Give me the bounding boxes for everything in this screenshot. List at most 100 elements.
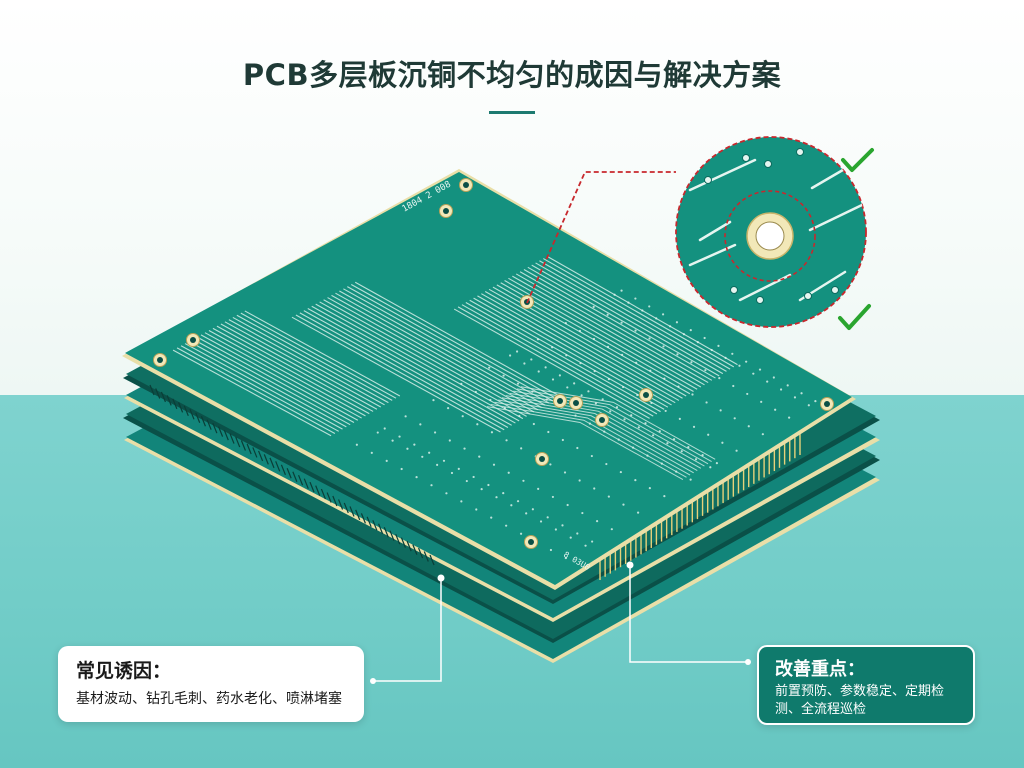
plated-hole-center <box>643 392 649 398</box>
via-dot <box>566 503 569 507</box>
via-dot <box>446 407 450 410</box>
via-dot <box>735 449 738 452</box>
via-dot <box>680 450 683 453</box>
trace-line <box>204 332 362 419</box>
via-dot <box>760 400 763 403</box>
trace-line <box>473 297 669 408</box>
trace-line <box>172 349 332 437</box>
trace-line <box>453 308 650 419</box>
via-dot <box>590 454 593 458</box>
trace-line <box>477 295 672 406</box>
via-dot <box>650 401 653 405</box>
connector-pin <box>189 409 195 420</box>
via-dot <box>786 384 789 387</box>
via-dot <box>690 361 693 364</box>
via-dot <box>682 333 686 336</box>
via-dot <box>661 313 665 316</box>
trace-line <box>232 316 389 404</box>
connector-pin <box>372 520 378 531</box>
via-dot <box>662 345 665 348</box>
trace-line <box>303 310 512 426</box>
via-dot <box>636 511 640 514</box>
trace-line <box>347 286 553 402</box>
via-dot <box>490 431 494 434</box>
plated-hole-center <box>557 398 563 404</box>
via-dot <box>613 293 616 296</box>
trace-line <box>488 288 683 399</box>
via-dot <box>609 410 612 413</box>
connector-pin <box>338 499 344 510</box>
via-dot <box>717 344 720 347</box>
via-dot <box>724 356 727 359</box>
connector-pin <box>246 443 252 455</box>
connector-pin <box>429 554 435 566</box>
via-dot <box>621 353 624 356</box>
via-dot <box>436 463 439 466</box>
trace-line <box>539 260 731 370</box>
via-dot <box>475 508 478 511</box>
via-dot <box>430 484 433 487</box>
via-dot <box>576 446 579 450</box>
trace-line <box>531 264 724 375</box>
connector-pin <box>389 530 395 541</box>
zoom-callout <box>526 136 867 328</box>
zoom-via <box>704 176 712 184</box>
connector-pin <box>183 405 189 417</box>
connector-pin <box>252 447 258 458</box>
via-dot <box>433 431 437 434</box>
via-dot <box>622 503 625 506</box>
via-dot <box>704 369 707 372</box>
via-dot <box>779 388 783 391</box>
via-dot <box>592 305 595 308</box>
via-dot <box>788 416 791 419</box>
plated-hole-center <box>190 337 196 343</box>
via-dot <box>428 451 431 454</box>
via-dot <box>761 433 764 436</box>
connector-pin <box>383 527 389 538</box>
connector-pin <box>160 391 166 403</box>
via-dot <box>584 544 587 547</box>
connector-pin <box>355 509 361 521</box>
via-dot <box>547 430 550 434</box>
via-dot <box>721 441 724 444</box>
via-dot <box>561 524 564 527</box>
via-dot <box>413 443 416 446</box>
connector-pin <box>303 478 309 489</box>
zoom-via <box>804 292 812 300</box>
via-dot <box>593 370 596 373</box>
callout-left-pointer <box>370 574 445 684</box>
via-dot <box>580 394 583 397</box>
connector-pin <box>258 450 264 462</box>
via-dot <box>564 321 567 325</box>
via-dot <box>652 434 655 437</box>
trace-line <box>494 401 691 476</box>
via-dot <box>450 471 454 475</box>
via-dot <box>544 366 547 369</box>
via-dot <box>664 409 667 413</box>
via-dot <box>400 467 403 471</box>
trace-line <box>236 314 393 401</box>
via-dot <box>709 466 712 469</box>
improvement-title: 改善重点： <box>775 659 865 680</box>
zoom-via <box>764 160 772 168</box>
via-dot <box>549 548 553 552</box>
via-dot <box>703 336 706 340</box>
trace-line <box>527 266 720 377</box>
via-dot <box>487 483 490 487</box>
via-dot <box>518 414 521 418</box>
connector-pin <box>200 416 206 427</box>
via-dot <box>691 393 694 396</box>
via-dot <box>692 425 696 428</box>
via-dot <box>474 390 477 394</box>
trace-line <box>519 271 713 381</box>
via-dot <box>391 439 394 442</box>
via-dot <box>718 376 721 380</box>
zoom-via <box>796 148 804 156</box>
via-dot <box>719 409 722 412</box>
via-dot <box>516 382 520 385</box>
via-dot <box>554 528 557 531</box>
connector-pin <box>366 516 372 528</box>
via-dot <box>607 495 610 498</box>
trace-line <box>354 281 561 397</box>
